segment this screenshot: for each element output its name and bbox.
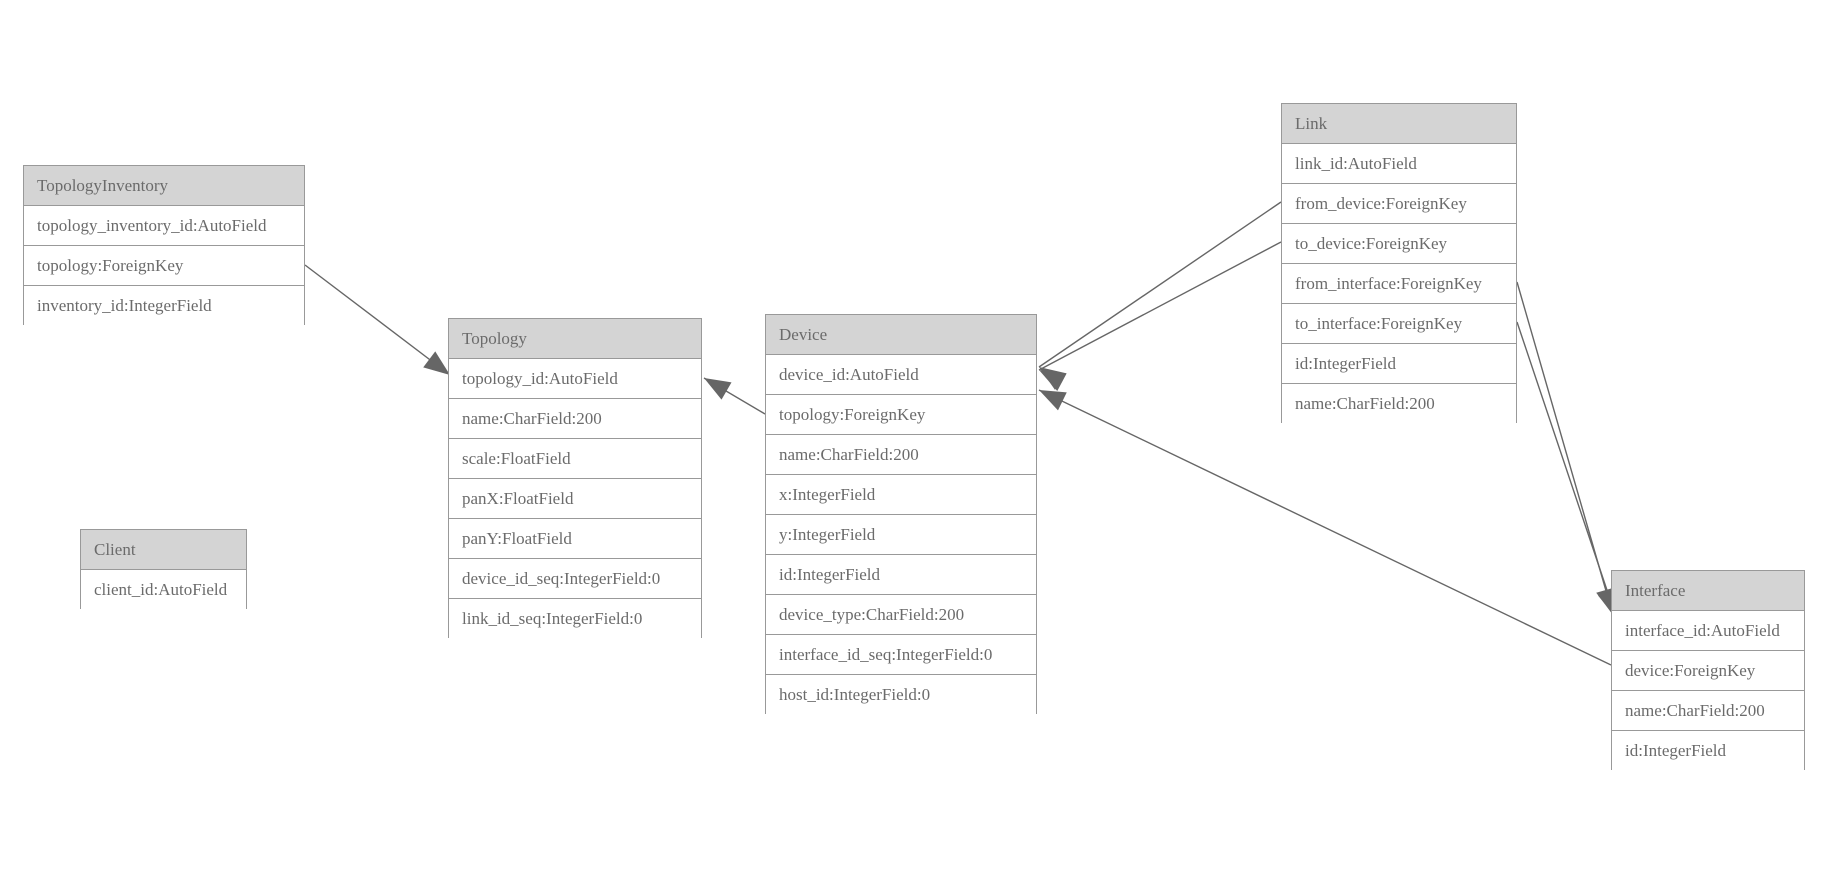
arrowhead-icon — [1039, 390, 1067, 411]
relationship-line — [1038, 201, 1282, 368]
class-field-row[interactable]: client_id:AutoField — [81, 570, 246, 610]
class-name-link: Link — [1282, 104, 1516, 144]
class-field-row[interactable]: topology:ForeignKey — [766, 395, 1036, 435]
class-field-row[interactable]: interface_id:AutoField — [1612, 611, 1804, 651]
arrowhead-icon — [704, 378, 732, 400]
class-field-row[interactable]: id:IntegerField — [1282, 344, 1516, 384]
class-field-row[interactable]: name:CharField:200 — [1282, 384, 1516, 424]
class-field-row[interactable]: device_id:AutoField — [766, 355, 1036, 395]
class-field-row[interactable]: to_interface:ForeignKey — [1282, 304, 1516, 344]
class-field-row[interactable]: name:CharField:200 — [449, 399, 701, 439]
class-field-row[interactable]: topology:ForeignKey — [24, 246, 304, 286]
class-name-device: Device — [766, 315, 1036, 355]
class-field-row[interactable]: scale:FloatField — [449, 439, 701, 479]
class-field-row[interactable]: device_id_seq:IntegerField:0 — [449, 559, 701, 599]
relationship-line — [304, 264, 451, 376]
class-field-row[interactable]: from_interface:ForeignKey — [1282, 264, 1516, 304]
rel-link-to-interface[interactable] — [1516, 321, 1625, 620]
relationship-line — [1516, 281, 1614, 616]
relationship-line — [1038, 389, 1612, 666]
class-name-topology_inventory: TopologyInventory — [24, 166, 304, 206]
class-field-row[interactable]: interface_id_seq:IntegerField:0 — [766, 635, 1036, 675]
arrowhead-icon — [1039, 367, 1067, 390]
class-field-row[interactable]: id:IntegerField — [766, 555, 1036, 595]
class-field-row[interactable]: y:IntegerField — [766, 515, 1036, 555]
class-field-row[interactable]: device:ForeignKey — [1612, 651, 1804, 691]
rel-link-to-device[interactable] — [1034, 241, 1282, 392]
class-field-row[interactable]: host_id:IntegerField:0 — [766, 675, 1036, 715]
relationship-line — [703, 377, 766, 415]
class-name-topology: Topology — [449, 319, 701, 359]
relationship-line — [1038, 241, 1282, 371]
class-field-row[interactable]: link_id:AutoField — [1282, 144, 1516, 184]
rel-topologyinventory-topology[interactable] — [304, 264, 456, 383]
class-name-client: Client — [81, 530, 246, 570]
class-field-row[interactable]: name:CharField:200 — [766, 435, 1036, 475]
rel-link-from-device[interactable] — [1033, 201, 1282, 390]
class-field-row[interactable]: link_id_seq:IntegerField:0 — [449, 599, 701, 639]
class-field-row[interactable]: from_device:ForeignKey — [1282, 184, 1516, 224]
class-field-row[interactable]: inventory_id:IntegerField — [24, 286, 304, 326]
class-field-row[interactable]: panX:FloatField — [449, 479, 701, 519]
rel-link-from-interface[interactable] — [1516, 281, 1623, 618]
class-field-row[interactable]: to_device:ForeignKey — [1282, 224, 1516, 264]
rel-device-topology[interactable] — [699, 369, 766, 415]
class-field-row[interactable]: x:IntegerField — [766, 475, 1036, 515]
class-field-row[interactable]: topology_inventory_id:AutoField — [24, 206, 304, 246]
class-field-row[interactable]: panY:FloatField — [449, 519, 701, 559]
class-name-interface: Interface — [1612, 571, 1804, 611]
class-field-row[interactable]: id:IntegerField — [1612, 731, 1804, 771]
class-field-row[interactable]: name:CharField:200 — [1612, 691, 1804, 731]
arrowhead-icon — [1039, 370, 1067, 392]
class-field-row[interactable]: device_type:CharField:200 — [766, 595, 1036, 635]
class-field-row[interactable]: topology_id:AutoField — [449, 359, 701, 399]
relationship-line — [1516, 321, 1617, 618]
